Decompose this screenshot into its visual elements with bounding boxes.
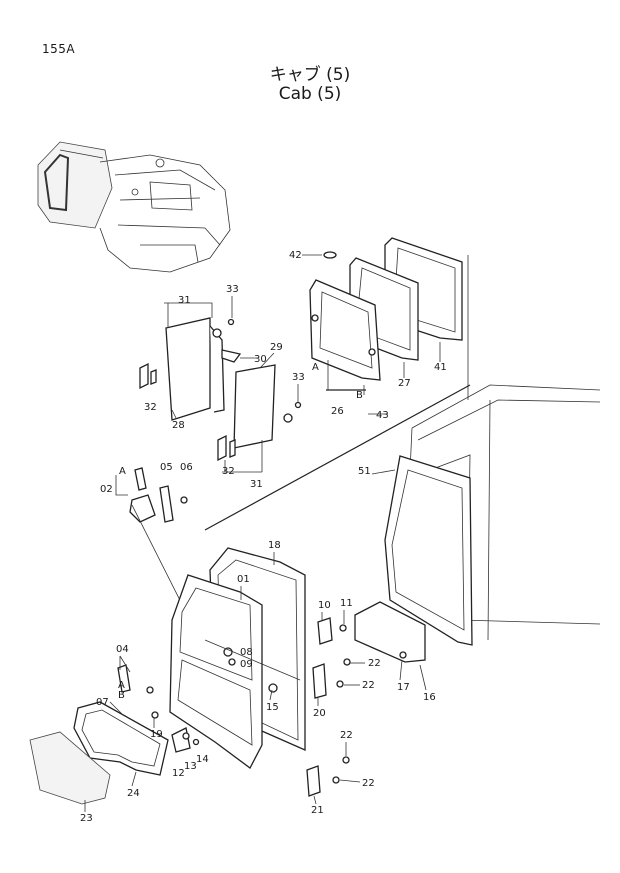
callout-08: 08 (240, 647, 253, 658)
callout-42: 42 (289, 250, 302, 261)
page-number: 155A (42, 42, 76, 56)
callout-24: 24 (127, 788, 140, 799)
side-glass-assembly (139, 302, 302, 473)
callout-A-mid: A (118, 680, 125, 691)
excavator-thumbnail (37, 141, 231, 273)
callout-13: 13 (184, 761, 197, 772)
callout-16: 16 (423, 692, 436, 703)
callout-02: 02 (100, 484, 113, 495)
callout-12: 12 (172, 768, 185, 779)
cab-body (384, 384, 601, 646)
callout-22-d: 22 (362, 778, 375, 789)
callout-21: 21 (311, 805, 324, 816)
callout-23: 23 (80, 813, 93, 824)
callout-30: 30 (254, 354, 267, 365)
callout-A-top: A (119, 466, 126, 477)
callout-32b: 32 (222, 466, 235, 477)
callout-22-b: 22 (362, 680, 375, 691)
callout-32: 32 (144, 402, 157, 413)
callout-26: 26 (331, 406, 344, 417)
leader-lines (84, 254, 441, 812)
hinge-parts (306, 601, 426, 797)
callout-33b: 33 (292, 372, 305, 383)
callout-06: 06 (180, 462, 193, 473)
lower-window-parts (29, 656, 200, 805)
callout-33: 33 (226, 284, 239, 295)
callout-09: 09 (240, 659, 253, 670)
callout-10: 10 (318, 600, 331, 611)
callout-18: 18 (268, 540, 281, 551)
page-title-japanese: キャブ (5) (269, 65, 351, 85)
callout-19: 19 (150, 729, 163, 740)
rear-window-assembly (309, 237, 469, 400)
callout-41: 41 (434, 362, 447, 373)
callout-20: 20 (313, 708, 326, 719)
callout-27: 27 (398, 378, 411, 389)
callout-22-c: 22 (340, 730, 353, 741)
callout-31b: 31 (250, 479, 263, 490)
callout-04: 04 (116, 644, 129, 655)
callout-01: 01 (237, 574, 250, 585)
callout-28: 28 (172, 420, 185, 431)
callout-labels: 42 31 33 30 29 33 32 28 32 31 26 43 27 4… (80, 250, 447, 824)
callout-05: 05 (160, 462, 173, 473)
callout-07: 07 (96, 697, 109, 708)
page-title-english: Cab (5) (278, 84, 342, 104)
callout-B-mid: B (118, 690, 125, 701)
callout-11: 11 (340, 598, 353, 609)
callout-43: 43 (376, 410, 389, 421)
callout-B-rear: B (356, 390, 363, 401)
callout-14: 14 (196, 754, 209, 765)
callout-17: 17 (397, 682, 410, 693)
callout-31: 31 (178, 295, 191, 306)
callout-29: 29 (270, 342, 283, 353)
callout-A-rear: A (312, 362, 319, 373)
cab-door (169, 384, 471, 769)
callout-51: 51 (358, 466, 371, 477)
callout-22-a: 22 (368, 658, 381, 669)
callout-15: 15 (266, 702, 279, 713)
